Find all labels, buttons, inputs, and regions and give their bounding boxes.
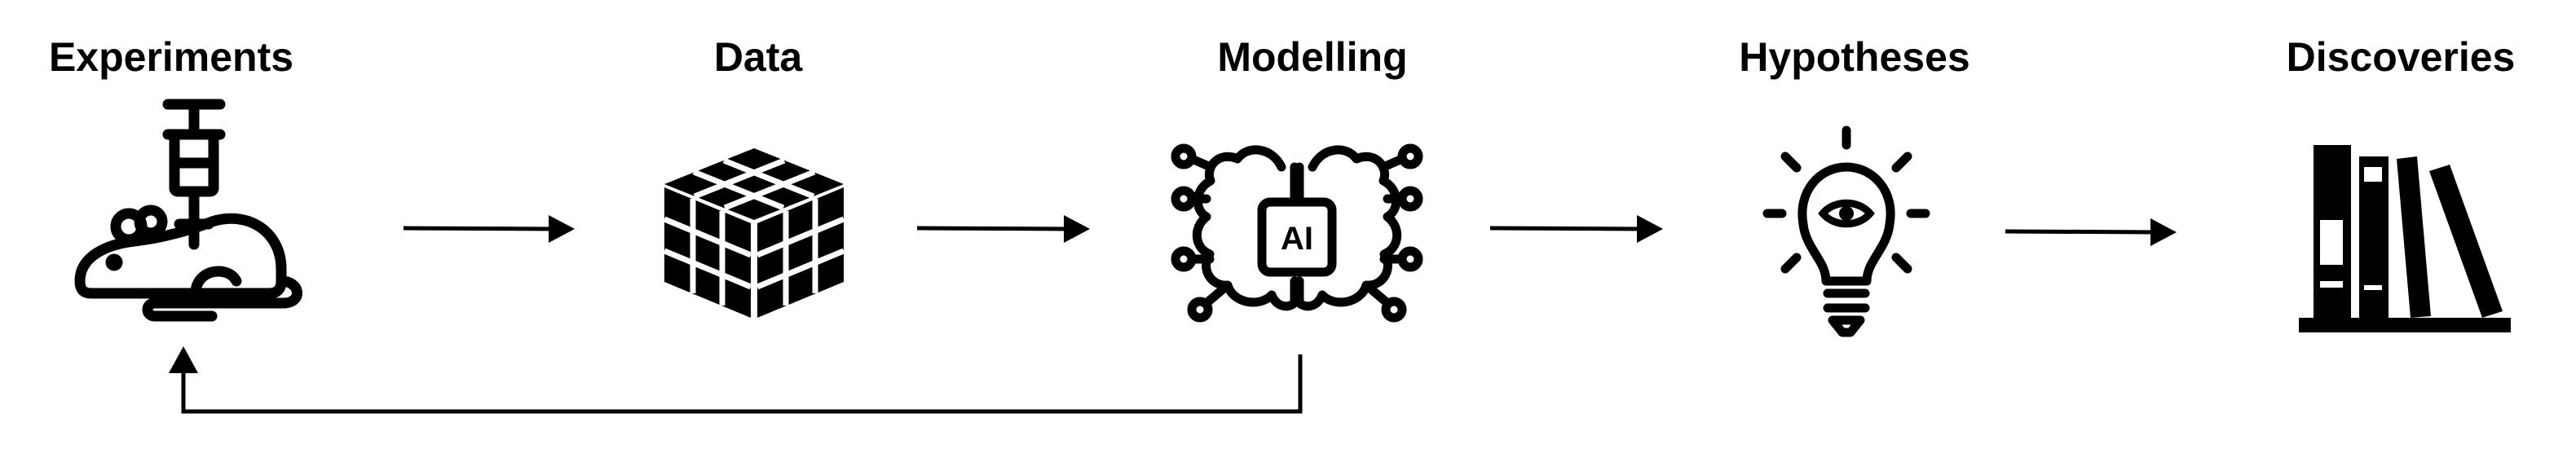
arrow-head-1 [549,215,575,243]
arrow-head-2 [1064,215,1090,243]
arrow-hypotheses-to-discoveries [2005,229,2157,235]
ai-chip-label: AI [1281,221,1313,257]
feedback-arrow [169,346,1303,414]
arrow-modelling-to-hypotheses [1489,226,1643,231]
stage-label-data: Data [713,34,803,80]
arrow-head-4 [2150,218,2177,246]
arrow-head-3 [1637,215,1663,243]
stage-label-modelling: Modelling [1217,34,1408,80]
stage-label-hypotheses: Hypotheses [1739,34,1970,80]
mouse-syringe-icon [74,99,302,322]
feedback-arrow-head [169,346,198,373]
arrow-data-to-modelling [916,226,1070,231]
stage-label-discoveries: Discoveries [2286,34,2516,80]
ai-brain-icon [1171,143,1423,323]
stage-label-experiments: Experiments [48,34,294,80]
lightbulb-icon [1762,125,1930,337]
cube-icon [663,148,845,318]
arrow-experiments-to-data [403,226,555,231]
books-icon [2299,145,2511,332]
bulb-eye-icon [1818,199,1875,228]
flow-arrows [403,215,2177,246]
